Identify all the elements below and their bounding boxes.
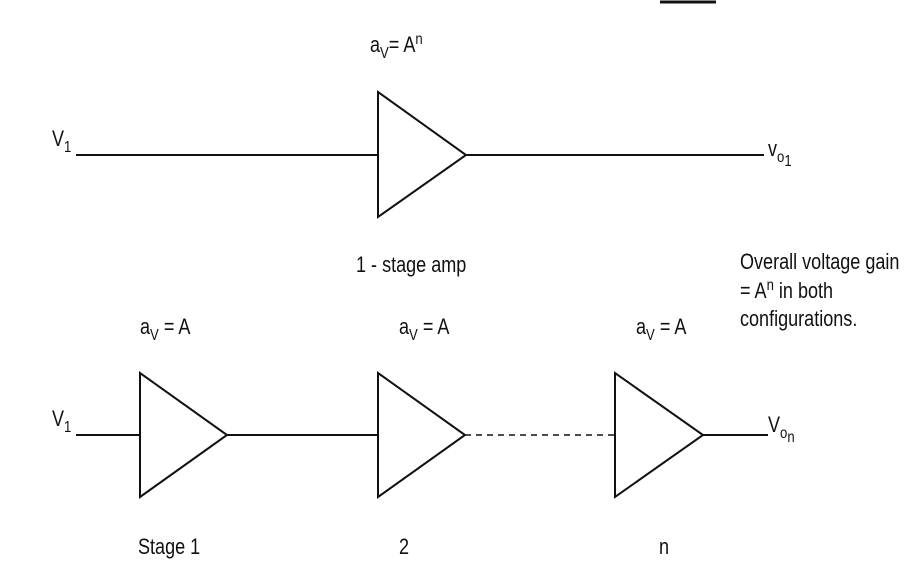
- stage1-gain-label: aV = A: [140, 314, 191, 344]
- stage2-caption: 2: [399, 534, 410, 559]
- bottom-output-label: Von: [768, 412, 795, 446]
- top-amplifier-triangle: [377, 90, 468, 219]
- stagen-gain-label: aV = A: [636, 314, 687, 344]
- stage2-amplifier-triangle: [377, 371, 467, 499]
- top-input-label: V1: [52, 126, 72, 156]
- stagen-amplifier-triangle: [614, 371, 705, 499]
- stage2-gain-label: aV = A: [399, 314, 450, 344]
- stage1-caption: Stage 1: [138, 534, 201, 559]
- stage1-amplifier-triangle: [139, 371, 229, 499]
- bottom-input-label: V1: [52, 406, 72, 436]
- top-caption: 1 - stage amp: [356, 252, 467, 277]
- top-gain-label: aV= An: [370, 31, 423, 62]
- top-output-label: vo1: [768, 136, 792, 170]
- overall-gain-note: Overall voltage gain = An in both config…: [740, 249, 900, 332]
- stagen-caption: n: [659, 534, 670, 559]
